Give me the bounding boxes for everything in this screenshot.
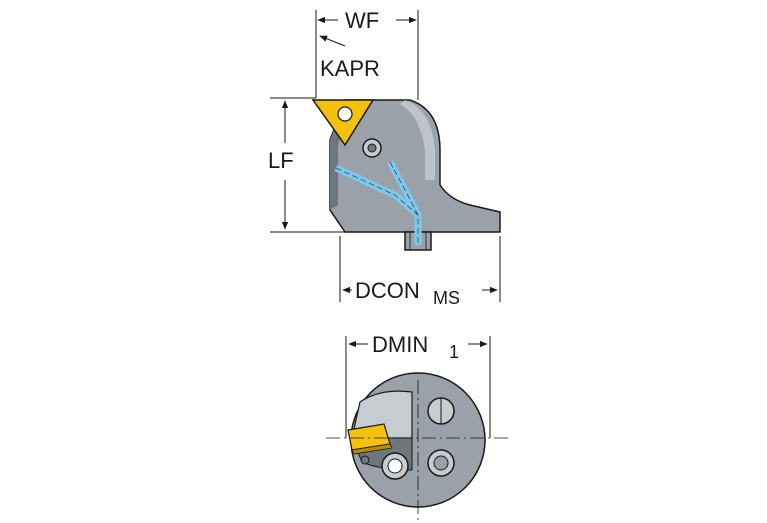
dcon-subscript: MS xyxy=(433,288,460,308)
insert xyxy=(311,99,375,147)
dmin-subscript: 1 xyxy=(449,342,459,362)
side-view: WF KAPR LF DCON MS xyxy=(268,8,501,308)
kapr-label: KAPR xyxy=(320,56,380,81)
holder-body xyxy=(329,99,501,233)
lf-label: LF xyxy=(268,148,294,173)
dmin-label: DMIN xyxy=(372,332,428,357)
end-view: DMIN 1 xyxy=(326,332,510,520)
dcon-label: DCON xyxy=(355,278,420,303)
wf-label: WF xyxy=(345,8,379,33)
